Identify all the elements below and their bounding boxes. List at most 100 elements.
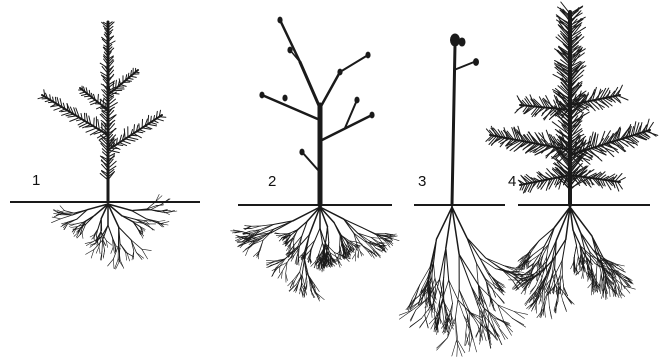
root xyxy=(518,257,523,262)
root xyxy=(577,257,579,265)
branch xyxy=(340,55,368,72)
branch xyxy=(300,62,320,108)
needle xyxy=(627,137,638,145)
needle xyxy=(76,119,82,121)
root xyxy=(320,207,334,223)
needle xyxy=(67,104,68,111)
root xyxy=(52,217,61,219)
root xyxy=(560,275,561,286)
label-1: 1 xyxy=(32,172,40,189)
root xyxy=(113,247,114,253)
needle xyxy=(618,178,626,182)
root xyxy=(271,264,277,266)
root xyxy=(266,260,274,261)
root xyxy=(503,265,515,268)
bud xyxy=(277,17,282,24)
needle xyxy=(125,139,135,141)
root-system-2 xyxy=(231,207,400,301)
root xyxy=(471,286,480,310)
needle xyxy=(648,131,656,137)
bud xyxy=(365,52,370,59)
needle xyxy=(136,132,143,133)
root xyxy=(96,247,99,253)
needle xyxy=(54,107,62,110)
root xyxy=(446,248,449,280)
root xyxy=(279,266,280,273)
bud xyxy=(369,112,374,119)
root xyxy=(373,250,379,256)
root xyxy=(596,258,597,273)
needle xyxy=(81,94,87,96)
root xyxy=(310,258,311,264)
needle xyxy=(618,96,629,101)
needle xyxy=(128,78,133,79)
seedling-2-deciduous xyxy=(259,17,374,205)
root xyxy=(160,222,170,224)
needle xyxy=(515,105,523,113)
root xyxy=(158,221,165,222)
needle xyxy=(85,113,86,121)
bud xyxy=(299,149,304,156)
seedling-3-whip xyxy=(450,34,479,206)
root xyxy=(531,255,539,260)
needle xyxy=(105,103,106,108)
root xyxy=(108,259,114,266)
needle xyxy=(121,85,127,87)
root xyxy=(108,204,119,227)
needle xyxy=(131,76,137,77)
label-4: 4 xyxy=(508,173,516,190)
root xyxy=(549,306,552,319)
root-system-1 xyxy=(51,194,176,269)
root xyxy=(465,333,466,346)
branch xyxy=(320,72,340,108)
root xyxy=(245,226,252,229)
root xyxy=(352,254,355,259)
needle xyxy=(151,116,152,122)
root xyxy=(134,222,140,231)
needle xyxy=(124,129,125,139)
root xyxy=(334,223,340,236)
root xyxy=(425,294,426,304)
needle xyxy=(156,119,163,121)
root xyxy=(279,238,282,241)
root xyxy=(51,219,60,223)
root xyxy=(120,244,126,253)
needle xyxy=(151,122,157,124)
root xyxy=(102,240,103,251)
branch xyxy=(262,95,320,120)
needle xyxy=(45,100,50,101)
root xyxy=(566,297,571,304)
root xyxy=(513,318,526,327)
bud xyxy=(354,97,359,104)
branch xyxy=(302,152,318,170)
root xyxy=(99,247,100,254)
root xyxy=(580,265,582,270)
branch xyxy=(322,115,372,140)
root xyxy=(429,302,430,311)
needle xyxy=(139,130,145,132)
root xyxy=(147,224,153,230)
root xyxy=(577,245,579,256)
needle xyxy=(131,135,137,136)
root xyxy=(468,315,473,336)
root xyxy=(310,240,314,250)
root xyxy=(483,329,486,341)
root xyxy=(119,227,131,240)
needle xyxy=(80,92,85,94)
root xyxy=(399,310,412,319)
bud xyxy=(259,92,264,99)
root xyxy=(362,228,376,235)
needle xyxy=(85,96,91,97)
twig xyxy=(454,62,474,70)
needle xyxy=(123,82,130,83)
needle xyxy=(595,100,603,110)
root xyxy=(315,228,320,240)
root xyxy=(544,302,545,312)
needle xyxy=(103,99,104,106)
needle xyxy=(530,95,535,107)
needle xyxy=(82,86,83,90)
bud xyxy=(287,47,292,54)
root xyxy=(60,206,64,211)
root xyxy=(488,273,497,281)
